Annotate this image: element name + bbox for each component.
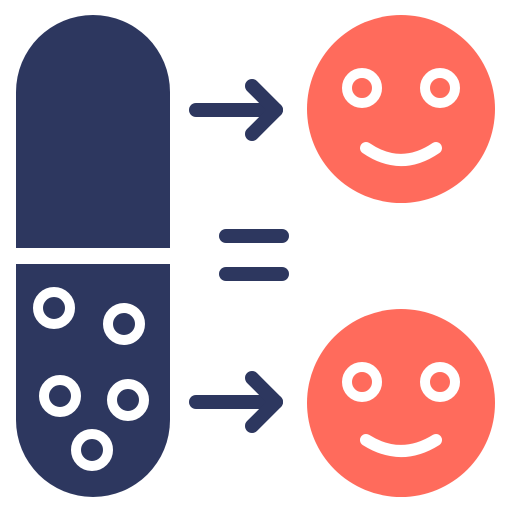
- right-eye: [420, 362, 460, 402]
- granule: [39, 375, 81, 417]
- granule: [71, 429, 113, 471]
- equals-sign-icon: [219, 229, 289, 281]
- left-eye: [342, 362, 382, 402]
- smiley-face-icon: [307, 309, 495, 497]
- right-eye: [420, 68, 460, 108]
- granule: [103, 303, 145, 345]
- arrow-right-icon: [189, 371, 283, 433]
- capsule-top-half-icon: [16, 15, 170, 248]
- smile: [360, 434, 442, 457]
- capsule-bottom-half-icon: [16, 264, 170, 497]
- arrow-right-icon: [189, 79, 283, 141]
- arrow-head: [245, 371, 283, 433]
- granule: [107, 379, 149, 421]
- granules: [33, 287, 149, 471]
- granule: [33, 287, 75, 329]
- smile: [360, 142, 442, 166]
- face: [307, 309, 495, 497]
- face: [307, 15, 495, 203]
- left-eye: [342, 68, 382, 108]
- arrow-head: [245, 79, 283, 141]
- capsule-top-shell: [16, 15, 170, 248]
- smiley-face-icon: [307, 15, 495, 203]
